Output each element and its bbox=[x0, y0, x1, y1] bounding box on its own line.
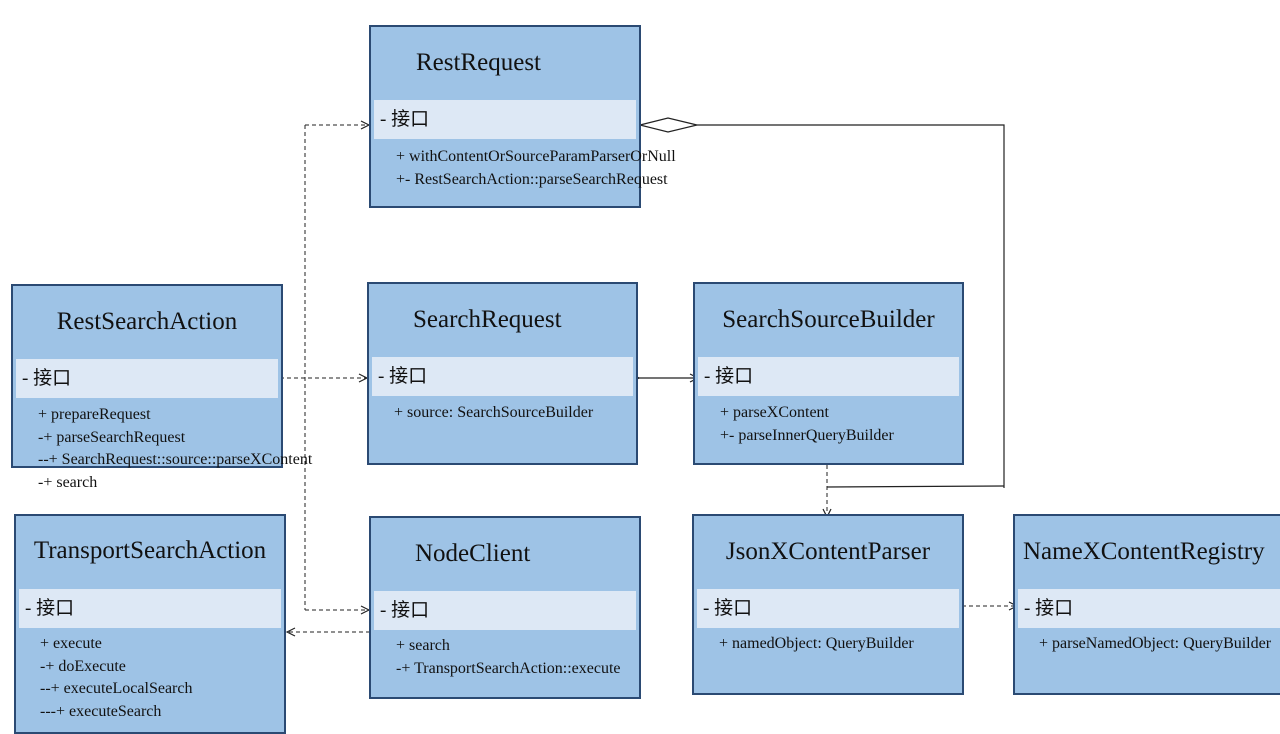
class-name: NodeClient bbox=[415, 540, 531, 567]
class-nodeclient[interactable]: NodeClient - 接口 bbox=[369, 516, 641, 699]
class-restrequest[interactable]: RestRequest - 接口 + withContentOrSourcePa… bbox=[369, 25, 676, 208]
aggregation-restrequest-line bbox=[697, 124, 1005, 488]
method-item: + prepareRequest bbox=[38, 406, 151, 423]
method-list: + execute -+ doExecute --+ executeLocalS… bbox=[40, 633, 192, 723]
aggregation-restrequest-horizontal bbox=[826, 485, 1005, 488]
method-item: + source: SearchSourceBuilder bbox=[394, 404, 594, 421]
class-section: - 接口 bbox=[19, 589, 281, 628]
class-section: - 接口 bbox=[697, 589, 959, 628]
method-list: + source: SearchSourceBuilder bbox=[394, 402, 593, 425]
class-name: NameXContentRegistry bbox=[1023, 538, 1265, 565]
method-list: + parseNamedObject: QueryBuilder bbox=[1039, 633, 1271, 656]
method-item: + parseXContent bbox=[720, 404, 829, 421]
class-section: - 接口 bbox=[374, 100, 636, 139]
method-list: + prepareRequest -+ parseSearchRequest -… bbox=[38, 404, 312, 494]
class-section: - 接口 bbox=[374, 591, 636, 630]
method-item: --+ executeLocalSearch bbox=[40, 680, 193, 697]
method-item: + execute bbox=[40, 635, 102, 652]
method-list: + parseXContent +- parseInnerQueryBuilde… bbox=[720, 402, 894, 447]
method-list: + namedObject: QueryBuilder bbox=[719, 633, 914, 656]
class-name: SearchSourceBuilder bbox=[722, 306, 935, 333]
aggregation-diamond-restrequest bbox=[639, 117, 698, 133]
method-list: + search -+ TransportSearchAction::execu… bbox=[396, 635, 621, 680]
method-item: + search bbox=[396, 637, 450, 654]
class-section: - 接口 bbox=[372, 357, 633, 396]
class-transportsearchaction[interactable]: TransportSearchAction - 接口 + execute -+ … bbox=[14, 514, 286, 734]
class-name: JsonXContentParser bbox=[725, 538, 931, 565]
method-item: + namedObject: QueryBuilder bbox=[719, 635, 914, 652]
class-section: - 接口 bbox=[1018, 589, 1280, 628]
class-section: - 接口 bbox=[698, 357, 959, 396]
method-item: -+ search bbox=[38, 473, 98, 491]
method-item: -+ parseSearchRequest bbox=[38, 428, 186, 446]
class-namexcontentregistry[interactable]: NameXContentRegistry - 接口 + parseNamedOb… bbox=[1013, 514, 1280, 695]
class-name: SearchRequest bbox=[413, 306, 562, 333]
method-list: + withContentOrSourceParamParserOrNull +… bbox=[396, 146, 676, 191]
method-item: + parseNamedObject: QueryBuilder bbox=[1039, 635, 1272, 652]
class-jsonxcontentparser[interactable]: JsonXContentParser - 接口 + namedObject: Q… bbox=[692, 514, 964, 695]
method-item: +- RestSearchAction::parseSearchRequest bbox=[396, 170, 668, 188]
method-item: --+ SearchRequest::source::parseXContent bbox=[38, 451, 313, 468]
class-name: RestRequest bbox=[416, 49, 541, 76]
method-item: -+ doExecute bbox=[40, 657, 126, 675]
method-item: ---+ executeSearch bbox=[40, 702, 162, 720]
class-name: TransportSearchAction bbox=[33, 537, 267, 564]
method-item: -+ TransportSearchAction::execute bbox=[396, 659, 621, 677]
class-restsearchaction[interactable]: RestSearchAction - 接口 bbox=[11, 284, 283, 468]
method-item: +- parseInnerQueryBuilder bbox=[720, 426, 894, 444]
class-name: RestSearchAction bbox=[56, 308, 238, 335]
class-section: - 接口 bbox=[16, 359, 278, 398]
method-item: + withContentOrSourceParamParserOrNull bbox=[396, 148, 676, 165]
class-searchrequest[interactable]: SearchRequest - 接口 + source: SearchSourc… bbox=[367, 282, 638, 465]
class-searchsourcebuilder[interactable]: SearchSourceBuilder - 接口 + parseXContent… bbox=[693, 282, 964, 465]
